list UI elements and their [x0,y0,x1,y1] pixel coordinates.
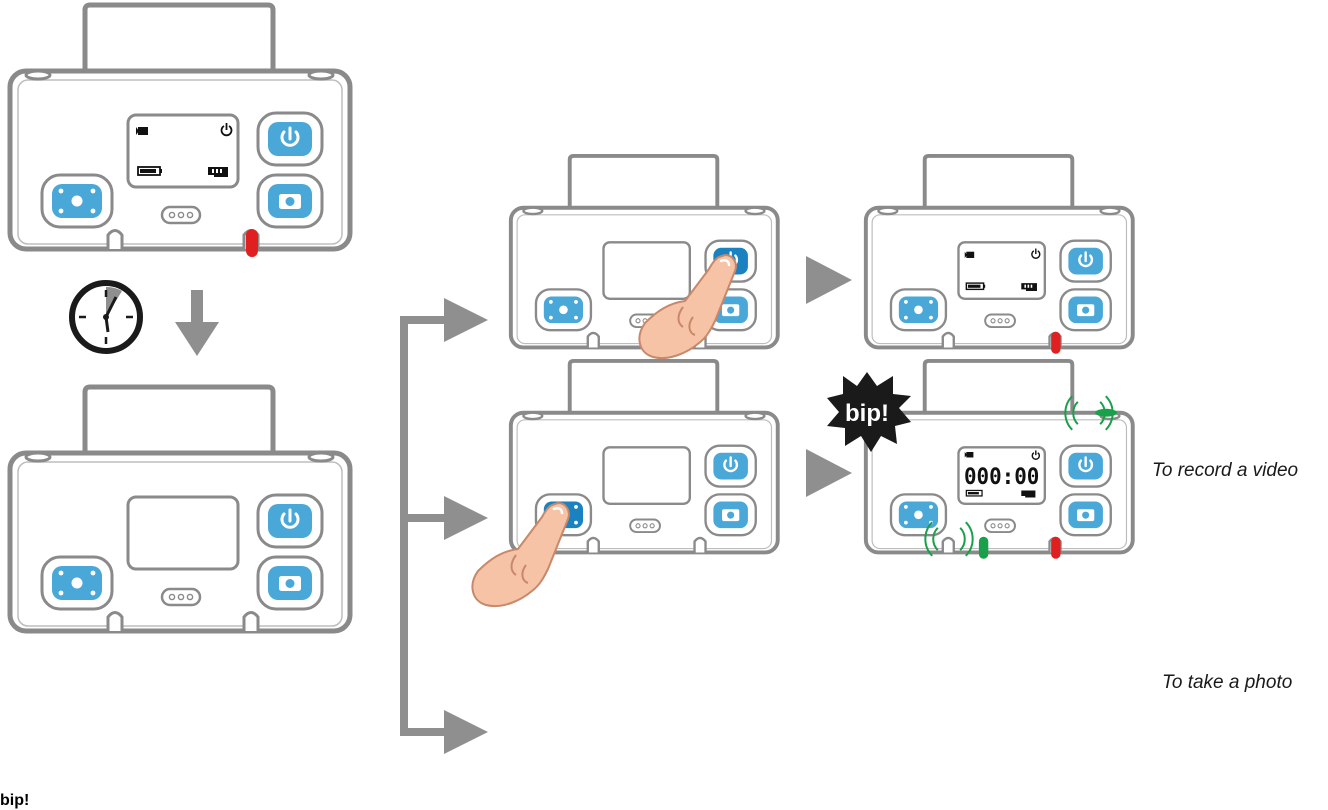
bip-label: bip! [0,792,30,809]
camera-standby-screen-off [10,387,350,631]
bip-sound-burst: bip! [0,792,29,809]
bip-sound-burst: bip! [827,372,911,452]
caption-record-video: To record a video [1152,460,1299,481]
right-arrow-icon [806,256,852,304]
caption-take-photo: To take a photo [1162,672,1293,693]
clock-icon [69,280,143,354]
bip-label: bip! [845,400,889,427]
diagram-canvas: 000:00 bip! [0,0,1135,754]
right-arrow-icon [806,449,852,497]
camera-powered-on [863,153,1135,354]
camera-press-power [508,153,780,350]
camera-idle-screen-on [10,5,350,257]
recording-timer: 000:00 [964,465,1039,490]
camera-recording: 000:00 [863,358,1135,559]
branch-connector [400,298,488,754]
down-arrow-icon [175,290,219,356]
right-arrow-icon: bip! To record a video To take a photo [0,460,1298,809]
camera-instructions-diagram: 000:00 bip! bip! To record a [0,0,1298,809]
